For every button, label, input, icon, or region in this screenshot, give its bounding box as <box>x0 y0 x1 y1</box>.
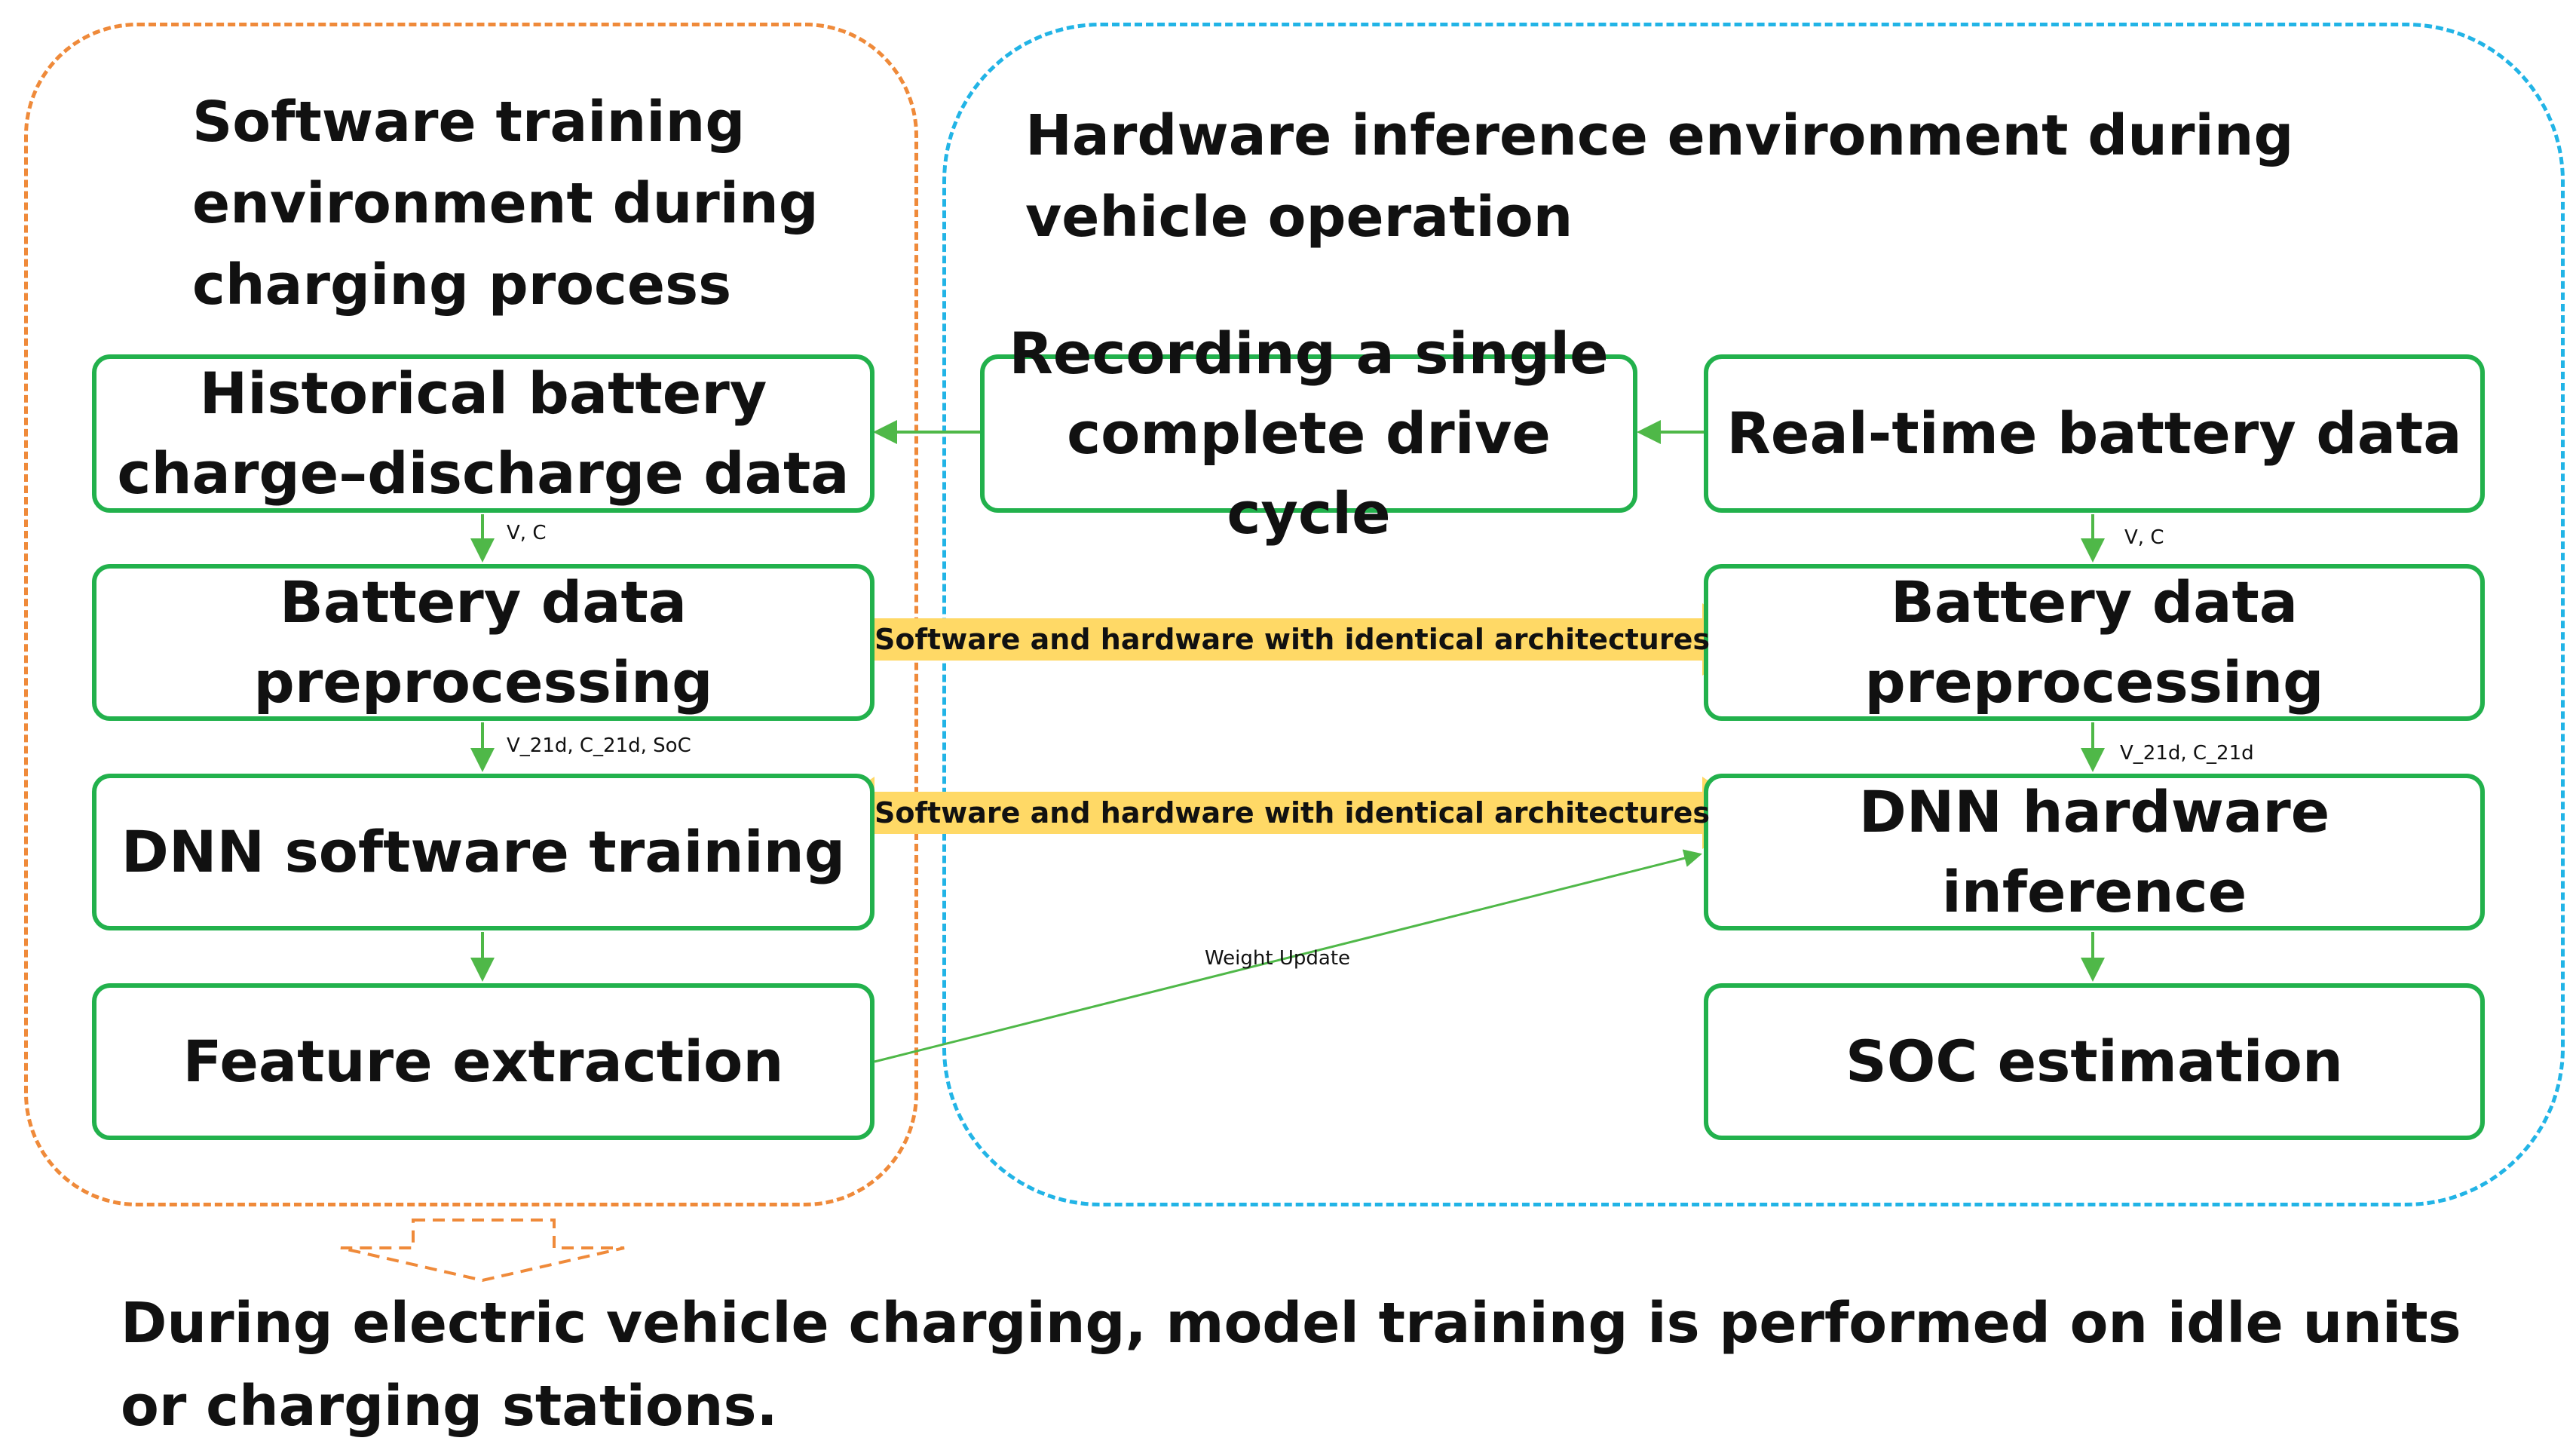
label-left-features: V_21d, C_21d, SoC <box>507 734 691 757</box>
footer-caption: During electric vehicle charging, model … <box>121 1291 2461 1439</box>
dnn-hardware-inference-box: DNN hardware inference <box>1704 774 2485 930</box>
hollow-down-arrow <box>340 1219 625 1283</box>
identical-architecture-label-top: Software and hardware with identical arc… <box>874 623 1710 656</box>
label-left-vc: V, C <box>507 522 547 544</box>
label-right-vc: V, C <box>2124 526 2164 549</box>
historical-data-box: Historical battery charge–discharge data <box>92 354 874 513</box>
label-weight-update: Weight Update <box>1205 947 1351 970</box>
soc-estimation-box: SOC estimation <box>1704 983 2485 1140</box>
recording-drive-cycle-box: Recording a single complete drive cycle <box>980 320 1637 547</box>
software-training-title: Software training environment during cha… <box>192 90 819 317</box>
dnn-software-training-box: DNN software training <box>92 774 874 930</box>
identical-architecture-label-bottom: Software and hardware with identical arc… <box>874 796 1710 829</box>
realtime-data-box: Real-time battery data <box>1704 354 2485 513</box>
preprocessing-right-box: Battery data preprocessing <box>1704 564 2485 721</box>
label-right-features: V_21d, C_21d <box>2120 742 2254 765</box>
feature-extraction-box: Feature extraction <box>92 983 874 1140</box>
preprocessing-left-box: Battery data preprocessing <box>92 564 874 721</box>
hardware-inference-title: Hardware inference environment during ve… <box>1025 103 2294 250</box>
